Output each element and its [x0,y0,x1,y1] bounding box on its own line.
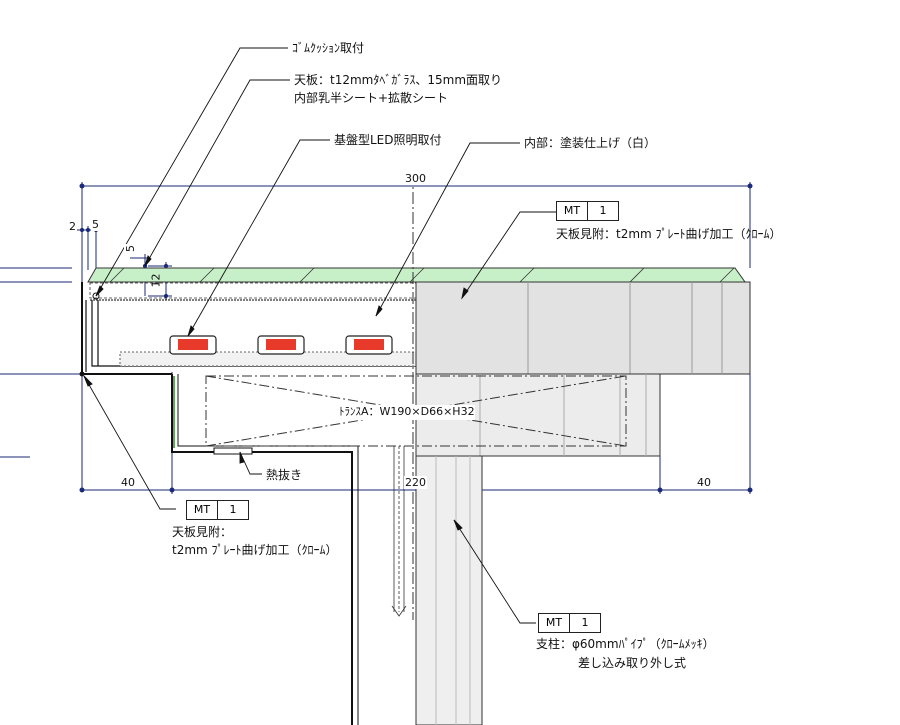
dimension-5b-text: 5 [124,244,137,253]
dimension-right-text: 40 [696,476,712,489]
material-number: 1 [599,204,607,217]
material-code: MT [539,614,570,632]
material-tag-left: MT 1 [186,500,249,520]
material-code: MT [557,202,588,220]
label-rubber-cushion: ｺﾞﾑｸｯｼｮﾝ取付 [292,41,365,55]
leader-lines [83,47,556,624]
label-interior: 内部：塗装仕上げ（白） [524,136,657,150]
label-top-glass: 天板：t12mmﾀﾍﾞｶﾞﾗｽ、15mm面取り [294,73,503,87]
dimension-small [72,226,172,300]
material-number: 1 [581,616,589,629]
rubber-cushion [92,292,100,300]
led-units [169,335,393,355]
dimension-total-text: 300 [404,172,427,185]
label-led: 基盤型LED照明取付 [334,133,442,147]
label-top-glass-sheet: 内部乳半シート+拡散シート [294,91,449,105]
screw [391,446,407,617]
material-code: MT [187,501,218,519]
material-number: 1 [229,503,237,516]
dimension-2-text: 2 [68,220,77,233]
post-pipe [415,455,483,725]
label-post-detail: 差し込み取り外し式 [578,656,687,670]
label-post: 支柱：φ60mmﾊﾟｲﾌﾟ（ｸﾛｰﾑﾒｯｷ） [536,637,715,651]
diffusion-sheet [89,282,417,299]
label-transformer: ﾄﾗﾝｽA：W190×D66×H32 [339,405,475,420]
label-edge-right: 天板見附：t2mm ﾌﾟﾚｰﾄ曲げ加工（ｸﾛｰﾑ） [556,227,782,241]
vent-slot [213,447,253,455]
dimension-middle-text: 220 [404,476,427,489]
label-vent: 熱抜き [266,468,303,482]
dimension-12-text: 12 [149,273,163,288]
edge-box [415,281,751,457]
glass-top [87,267,746,283]
label-edge-left: 天板見附： [172,525,233,539]
label-edge-left-detail: t2mm ﾌﾟﾚｰﾄ曲げ加工（ｸﾛｰﾑ） [172,543,338,557]
material-tag-post: MT 1 [538,613,601,633]
dimension-5-text: 5 [91,218,100,231]
material-tag-right: MT 1 [556,201,619,221]
reference-lines [0,267,82,458]
dimension-left-text: 40 [120,476,136,489]
